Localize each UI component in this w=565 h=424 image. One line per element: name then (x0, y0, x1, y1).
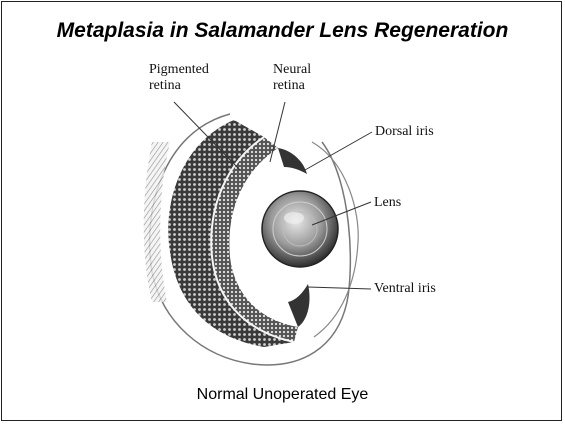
connective-tissue (144, 142, 170, 302)
dorsal-iris-pointer (305, 132, 372, 170)
ventral-iris-pointer (308, 287, 371, 289)
ventral-iris-tissue (288, 284, 310, 327)
lens-label: Lens (374, 195, 401, 211)
ventral-iris-label: Ventral iris (374, 281, 436, 297)
dorsal-iris-label: Dorsal iris (375, 124, 434, 140)
pigmented-retina-label: Pigmented retina (149, 62, 209, 94)
dorsal-iris-tissue (278, 148, 307, 174)
slide-caption: Normal Unoperated Eye (2, 386, 563, 404)
neural-retina-label: Neural retina (273, 62, 311, 94)
